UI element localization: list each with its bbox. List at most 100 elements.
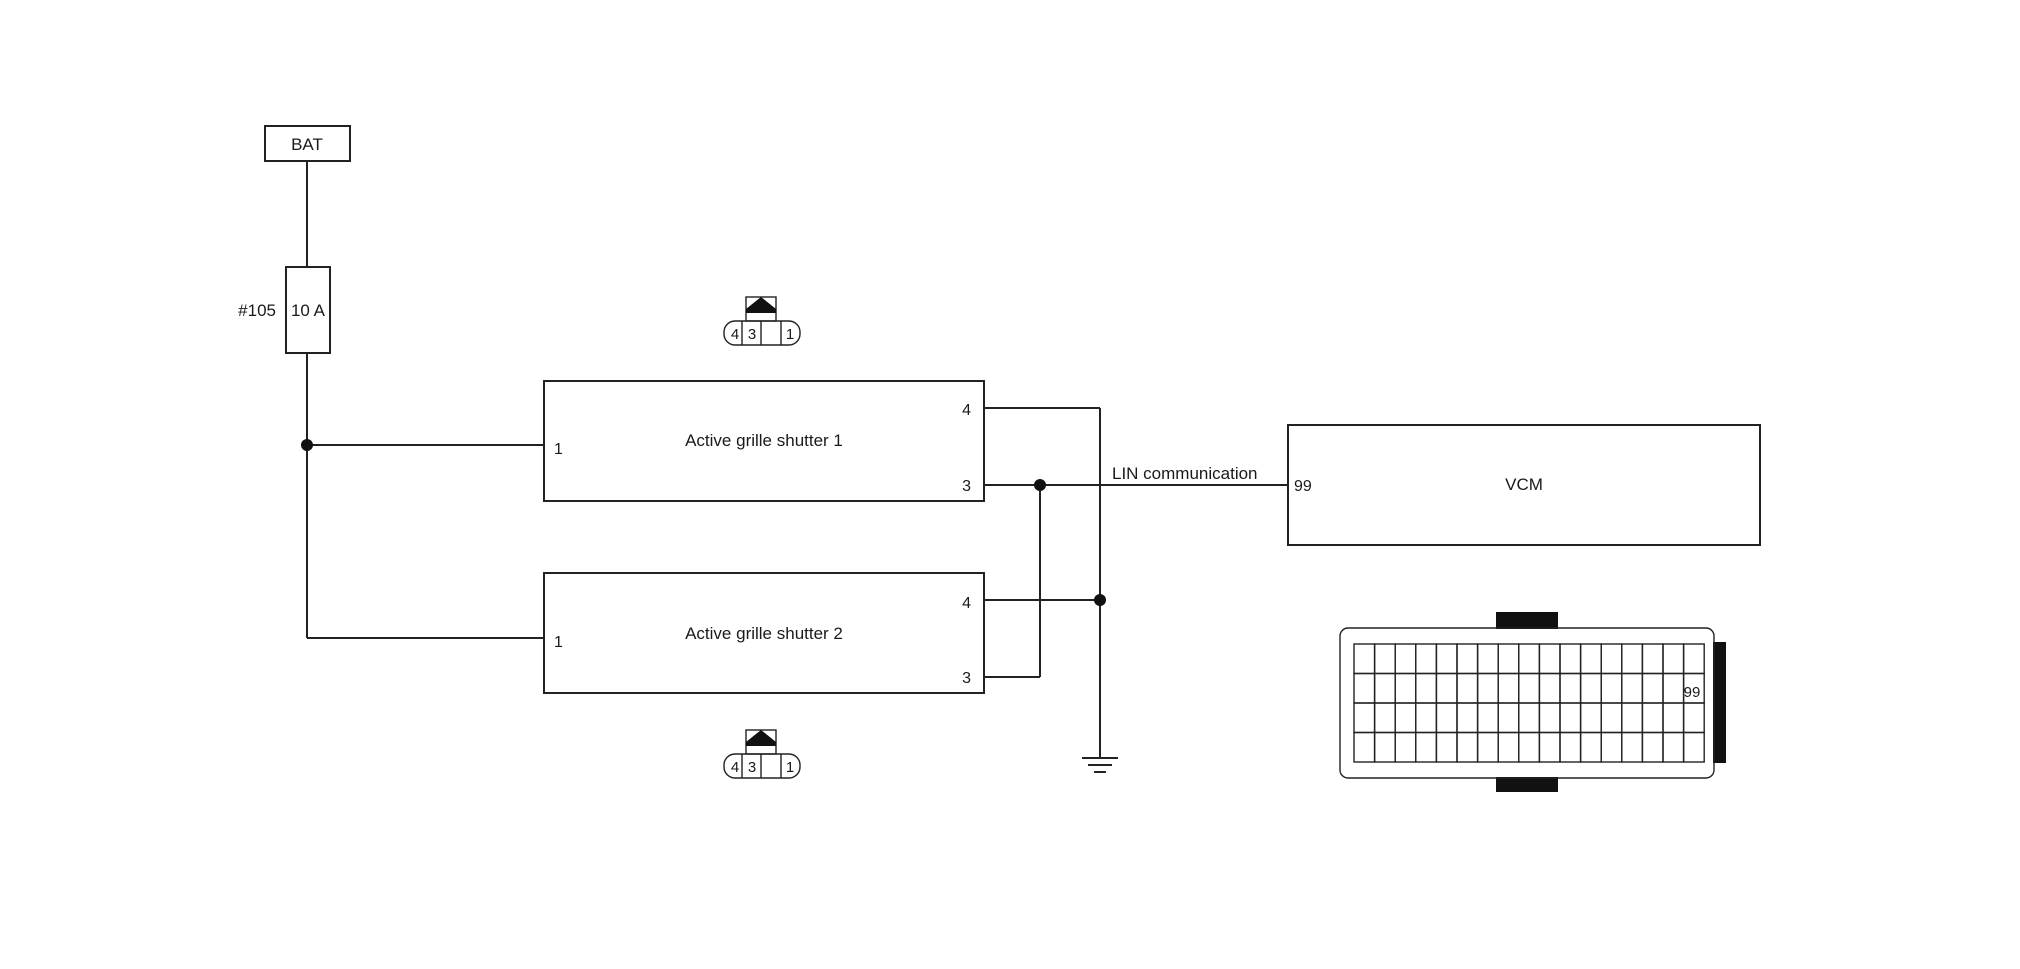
vcm-connector-cavity (1579, 702, 1602, 734)
vcm-connector-cavity (1621, 702, 1644, 734)
vcm-connector-cavity (1373, 731, 1396, 763)
vcm-connector-cavity (1538, 731, 1561, 763)
vcm-connector-cavity (1415, 643, 1438, 675)
vcm-connector-cavity (1579, 672, 1602, 704)
vcm-connector-cavity (1559, 643, 1582, 675)
active-grille-shutter-2: Active grille shutter 2 1 4 3 (543, 572, 985, 694)
shutter1-connector-pin: 4 (731, 326, 739, 343)
vcm-connector-cavity (1394, 702, 1417, 734)
fuse-rating: 10 A (291, 301, 326, 320)
ground-wires (984, 407, 1106, 758)
shutter2-label: Active grille shutter 2 (685, 624, 843, 643)
vcm-connector-cavity (1538, 672, 1561, 704)
vcm-connector-face: 99 (1339, 612, 1726, 792)
lin-communication-wires: LIN communication (984, 464, 1288, 678)
shutter2-connector-pin: 3 (748, 759, 756, 776)
vcm-connector-cavity (1415, 702, 1438, 734)
ground-symbol (1082, 757, 1118, 773)
vcm-connector-cavity (1476, 643, 1499, 675)
splice-node (301, 439, 313, 451)
battery-source: BAT (264, 125, 351, 162)
active-grille-shutter-1: Active grille shutter 1 1 4 3 (543, 380, 985, 502)
vcm-connector-cavity (1641, 672, 1664, 704)
vcm-connector-cavity (1353, 672, 1376, 704)
vcm-connector-cavity (1476, 672, 1499, 704)
shutter1-pin-1: 1 (554, 441, 563, 458)
vcm-connector-cavity (1662, 731, 1685, 763)
vcm-connector-grid (1353, 643, 1705, 763)
vcm-connector-cavity (1538, 702, 1561, 734)
vcm-connector-cavity (1682, 643, 1705, 675)
vcm-connector-cavity (1415, 731, 1438, 763)
fuse-id: #105 (238, 301, 276, 320)
vcm-connector-cavity (1662, 702, 1685, 734)
vcm-connector-cavity (1456, 672, 1479, 704)
vcm-connector-cavity (1600, 702, 1623, 734)
vcm-connector-cavity (1497, 672, 1520, 704)
vcm-connector-cavity (1353, 702, 1376, 734)
vcm-connector-cavity (1662, 672, 1685, 704)
vcm-connector-cavity (1435, 643, 1458, 675)
lin-label: LIN communication (1112, 464, 1258, 483)
vcm-connector-cavity (1373, 643, 1396, 675)
vcm-connector-cavity (1353, 643, 1376, 675)
vcm-connector-cavity (1518, 643, 1541, 675)
lin-splice-node (1034, 479, 1046, 491)
vcm-connector-cavity (1641, 643, 1664, 675)
vcm-connector-cavity (1559, 731, 1582, 763)
vcm-module: VCM 99 (1287, 424, 1761, 546)
shutter1-connector-pin: 3 (748, 326, 756, 343)
vcm-connector-cavity (1415, 672, 1438, 704)
vcm-connector-cavity (1579, 643, 1602, 675)
vcm-connector-cavity (1456, 643, 1479, 675)
vcm-connector-cavity (1456, 702, 1479, 734)
vcm-connector-cavity (1518, 702, 1541, 734)
vcm-connector-pin-label: 99 (1684, 684, 1701, 701)
vcm-connector-cavity (1435, 672, 1458, 704)
vcm-connector-cavity (1373, 702, 1396, 734)
power-feed-wires (301, 439, 544, 639)
vcm-connector-cavity (1394, 643, 1417, 675)
vcm-connector-cavity (1662, 643, 1685, 675)
shutter2-connector-pin: 4 (731, 759, 739, 776)
vcm-pin-99: 99 (1294, 478, 1312, 495)
vcm-connector-cavity (1476, 702, 1499, 734)
vcm-connector-cavity (1600, 643, 1623, 675)
shutter1-label: Active grille shutter 1 (685, 431, 843, 450)
vcm-connector-cavity (1621, 643, 1644, 675)
ground-splice-node (1094, 594, 1106, 606)
vcm-connector-cavity (1373, 672, 1396, 704)
vcm-label: VCM (1505, 475, 1543, 494)
vcm-connector-cavity (1435, 731, 1458, 763)
vcm-connector-cavity (1559, 702, 1582, 734)
vcm-connector-cavity (1497, 731, 1520, 763)
shutter2-pin-4: 4 (962, 595, 971, 612)
vcm-connector-cavity (1621, 672, 1644, 704)
vcm-connector-cavity (1559, 672, 1582, 704)
vcm-connector-cavity (1600, 731, 1623, 763)
vcm-connector-cavity (1641, 731, 1664, 763)
vcm-connector-cavity (1497, 643, 1520, 675)
shutter1-pin-3: 3 (962, 478, 971, 495)
shutter1-pin-4: 4 (962, 402, 971, 419)
vcm-connector-cavity (1518, 672, 1541, 704)
shutter2-pin-3: 3 (962, 670, 971, 687)
vcm-connector-cavity (1497, 702, 1520, 734)
vcm-connector-cavity (1476, 731, 1499, 763)
shutter1-connector-face: 4 3 1 (723, 296, 801, 346)
shutter2-connector-pin: 1 (786, 759, 794, 776)
vcm-connector-cavity (1456, 731, 1479, 763)
vcm-connector-cavity (1579, 731, 1602, 763)
vcm-connector-cavity (1641, 702, 1664, 734)
vcm-connector-cavity (1353, 731, 1376, 763)
shutter1-connector-pin: 1 (786, 326, 794, 343)
fuse: 10 A #105 (238, 161, 331, 638)
battery-label: BAT (291, 135, 323, 154)
vcm-connector-cavity (1394, 731, 1417, 763)
vcm-connector-cavity (1518, 731, 1541, 763)
vcm-connector-cavity (1682, 731, 1705, 763)
vcm-connector-cavity (1538, 643, 1561, 675)
vcm-connector-cavity (1682, 702, 1705, 734)
shutter2-pin-1: 1 (554, 634, 563, 651)
